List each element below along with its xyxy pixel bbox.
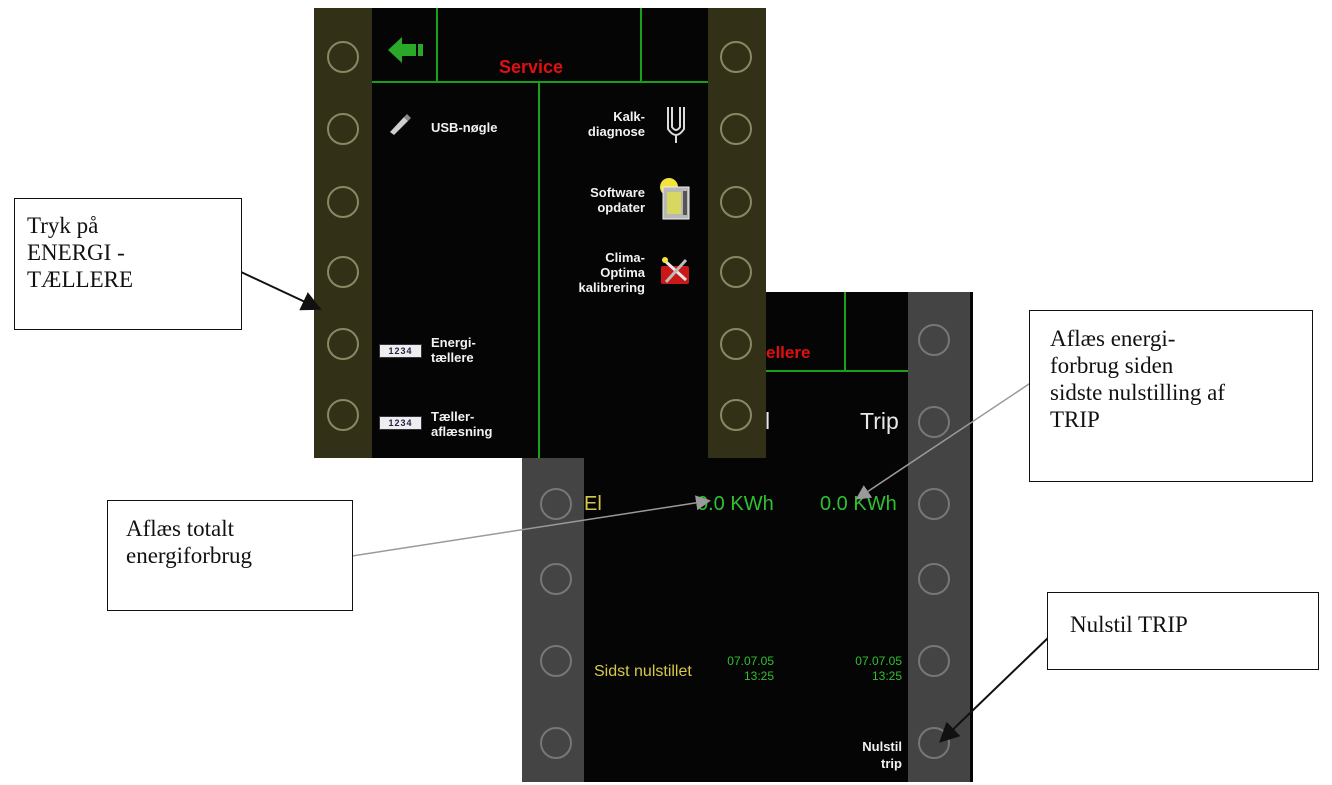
softkey-left-3[interactable] — [327, 186, 359, 218]
total-value: 0.0 KWh — [697, 493, 774, 515]
counter-reading-label[interactable]: Tæller- aflæsning — [431, 409, 493, 439]
softkey-left-4[interactable] — [327, 256, 359, 288]
trip-value: 0.0 KWh — [820, 493, 897, 515]
column-trip-header: Trip — [860, 408, 899, 434]
counter-icon: 1234 — [379, 344, 422, 358]
arrow-to-energy-counters — [240, 271, 322, 311]
lime-diagnosis-label[interactable]: Kalk- diagnose — [587, 109, 645, 139]
last-reset-label: Sidst nulstillet — [594, 663, 692, 680]
screen-title: Service — [499, 57, 564, 77]
arrow-to-total-value — [351, 495, 711, 557]
header-vertical-divider — [844, 292, 846, 370]
softkey-left-1[interactable] — [540, 488, 572, 520]
softkey-left-2[interactable] — [540, 563, 572, 595]
softkey-right-2[interactable] — [918, 406, 950, 438]
oven-update-icon — [660, 178, 690, 220]
menu-column-divider — [538, 83, 540, 458]
toolbox-icon — [661, 257, 689, 284]
arrow-to-reset-trip — [939, 635, 1051, 743]
softkey-software-update[interactable] — [720, 186, 752, 218]
softkey-right-3[interactable] — [918, 488, 950, 520]
total-reset-time: 13:25 — [743, 669, 774, 683]
softkey-usb[interactable] — [327, 113, 359, 145]
software-update-label[interactable]: Software opdater — [590, 185, 645, 215]
clima-calibration-label[interactable]: Clima- Optima kalibrering — [578, 250, 645, 295]
callout-press-energy-counters: Tryk på ENERGI - TÆLLERE — [14, 198, 242, 330]
callout-reset-trip: Nulstil TRIP — [1047, 592, 1319, 670]
row-label-el: El — [584, 493, 602, 515]
counter-icon: 1234 — [379, 416, 422, 430]
right-button-rail — [708, 8, 766, 458]
callout-read-total: Aflæs totalt energiforbrug — [107, 500, 353, 611]
left-button-rail — [314, 8, 372, 458]
total-reset-timestamp: 07.07.05 13:25 — [712, 654, 774, 684]
header-divider — [372, 81, 708, 83]
service-screen: Service USB-nøgle Kalk- diagnose Softwar… — [314, 8, 766, 458]
softkey-energy-counters[interactable] — [327, 328, 359, 360]
screen-title: ellere — [766, 343, 811, 362]
softkey-right-6[interactable] — [720, 399, 752, 431]
energy-counters-label[interactable]: Energi- tællere — [431, 335, 476, 365]
softkey-lime-diagnosis[interactable] — [720, 113, 752, 145]
softkey-back[interactable] — [327, 41, 359, 73]
reset-trip-label[interactable]: Nulstil trip — [862, 739, 902, 771]
probe-icon — [667, 107, 685, 143]
header-left-divider — [436, 8, 438, 81]
softkey-counter-reading[interactable] — [327, 399, 359, 431]
softkey-right-1[interactable] — [720, 41, 752, 73]
softkey-right-5[interactable] — [720, 328, 752, 360]
softkey-left-4[interactable] — [540, 727, 572, 759]
softkey-right-5[interactable] — [918, 645, 950, 677]
softkey-clima-calibration[interactable] — [720, 256, 752, 288]
total-reset-date: 07.07.05 — [727, 654, 774, 668]
right-button-rail — [908, 292, 970, 782]
softkey-right-1[interactable] — [918, 324, 950, 356]
trip-reset-timestamp: 07.07.05 13:25 — [840, 654, 902, 684]
header-right-divider — [640, 8, 642, 81]
back-arrow-icon[interactable] — [386, 34, 426, 66]
usb-key-label[interactable]: USB-nøgle — [431, 120, 498, 135]
column-total-header: l — [765, 408, 771, 434]
callout-read-trip: Aflæs energi- forbrug siden sidste nulst… — [1029, 310, 1313, 482]
trip-reset-time: 13:25 — [871, 669, 902, 683]
arrow-to-trip-value — [855, 381, 1033, 500]
usb-key-icon — [390, 114, 411, 135]
reset-trip-button[interactable] — [918, 727, 950, 759]
trip-reset-date: 07.07.05 — [855, 654, 902, 668]
softkey-right-4[interactable] — [918, 563, 950, 595]
softkey-left-3[interactable] — [540, 645, 572, 677]
